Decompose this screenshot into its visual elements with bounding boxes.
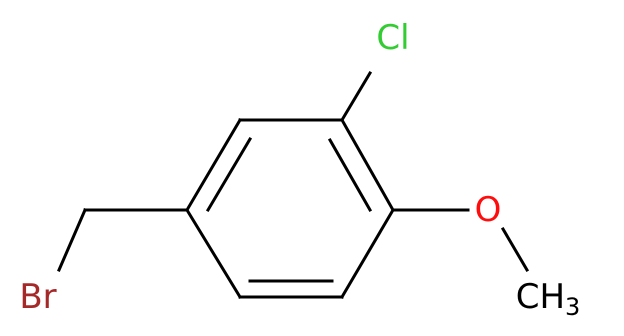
chlorine-label: Cl bbox=[376, 18, 409, 58]
oxygen-label: O bbox=[475, 190, 502, 230]
ring-bond-3 bbox=[339, 117, 396, 213]
methyl-subscript: 3 bbox=[565, 293, 580, 321]
ring-bond-1 bbox=[184, 117, 243, 213]
bromine-label: Br bbox=[19, 277, 56, 317]
cl-bond bbox=[339, 70, 373, 123]
methyl-label: CH3 bbox=[516, 277, 581, 321]
ring-bond-4 bbox=[339, 207, 396, 300]
ch3-bond bbox=[500, 226, 530, 273]
ring-inner-bond-1 bbox=[205, 136, 253, 213]
ring-inner-bond-2 bbox=[327, 137, 373, 213]
br-bond bbox=[57, 208, 87, 272]
methyl-main: CH bbox=[516, 277, 565, 317]
ring-bond-6 bbox=[184, 207, 243, 300]
